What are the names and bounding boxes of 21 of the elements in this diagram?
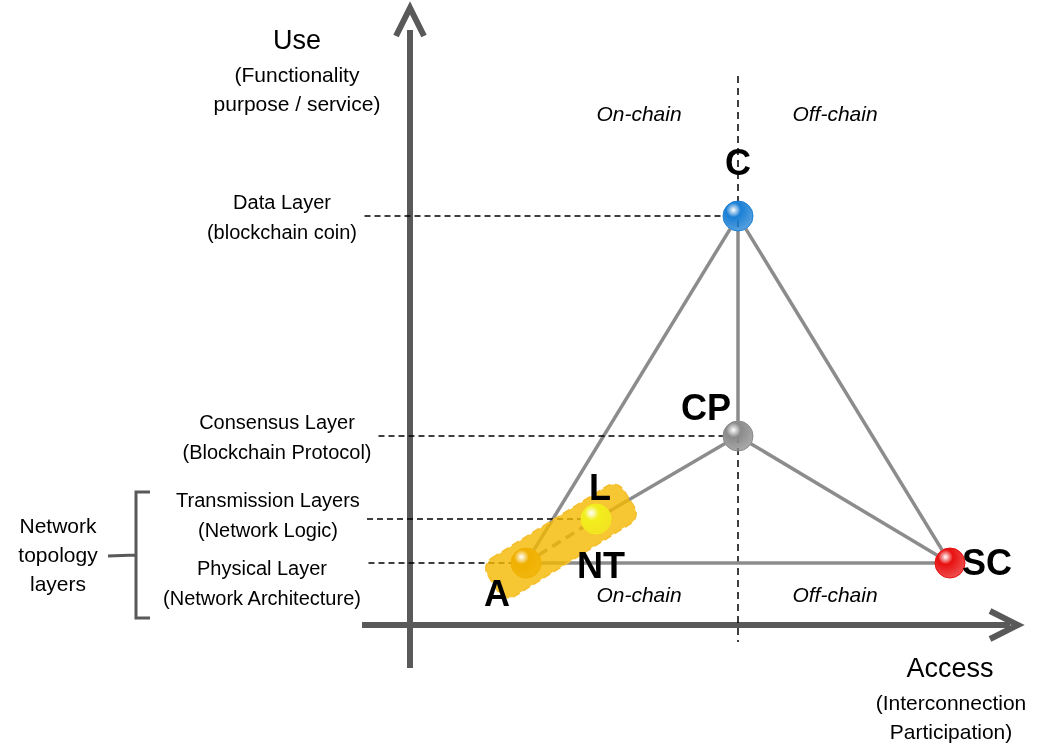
layer-label: Data Layer (blockchain coin) — [203, 187, 361, 247]
axis-subtitle: (Interconnection Participation) — [874, 690, 1028, 745]
leader-line — [377, 435, 724, 437]
axis-title: Use — [272, 24, 322, 57]
layer-label: Physical Layer (Network Architecture) — [159, 553, 365, 613]
node-letter: C — [725, 143, 751, 183]
region-label: Off-chain — [791, 101, 879, 127]
node-letter: SC — [962, 543, 1012, 583]
layer-label: Transmission Layers (Network Logic) — [173, 485, 363, 545]
region-label: On-chain — [595, 101, 683, 127]
sphere-node — [933, 545, 1013, 581]
layer-label: Consensus Layer (Blockchain Protocol) — [179, 407, 375, 467]
connector-line — [736, 231, 740, 421]
connector-line — [744, 227, 944, 552]
connector-line — [749, 442, 939, 557]
node-letter: CP — [681, 388, 731, 428]
axis-title: Access — [905, 652, 995, 685]
group-label: Network topology layers — [17, 513, 99, 597]
axis-subtitle: (Functionality purpose / service) — [212, 62, 382, 117]
leader-line — [363, 215, 724, 217]
region-label: Off-chain — [791, 582, 879, 608]
